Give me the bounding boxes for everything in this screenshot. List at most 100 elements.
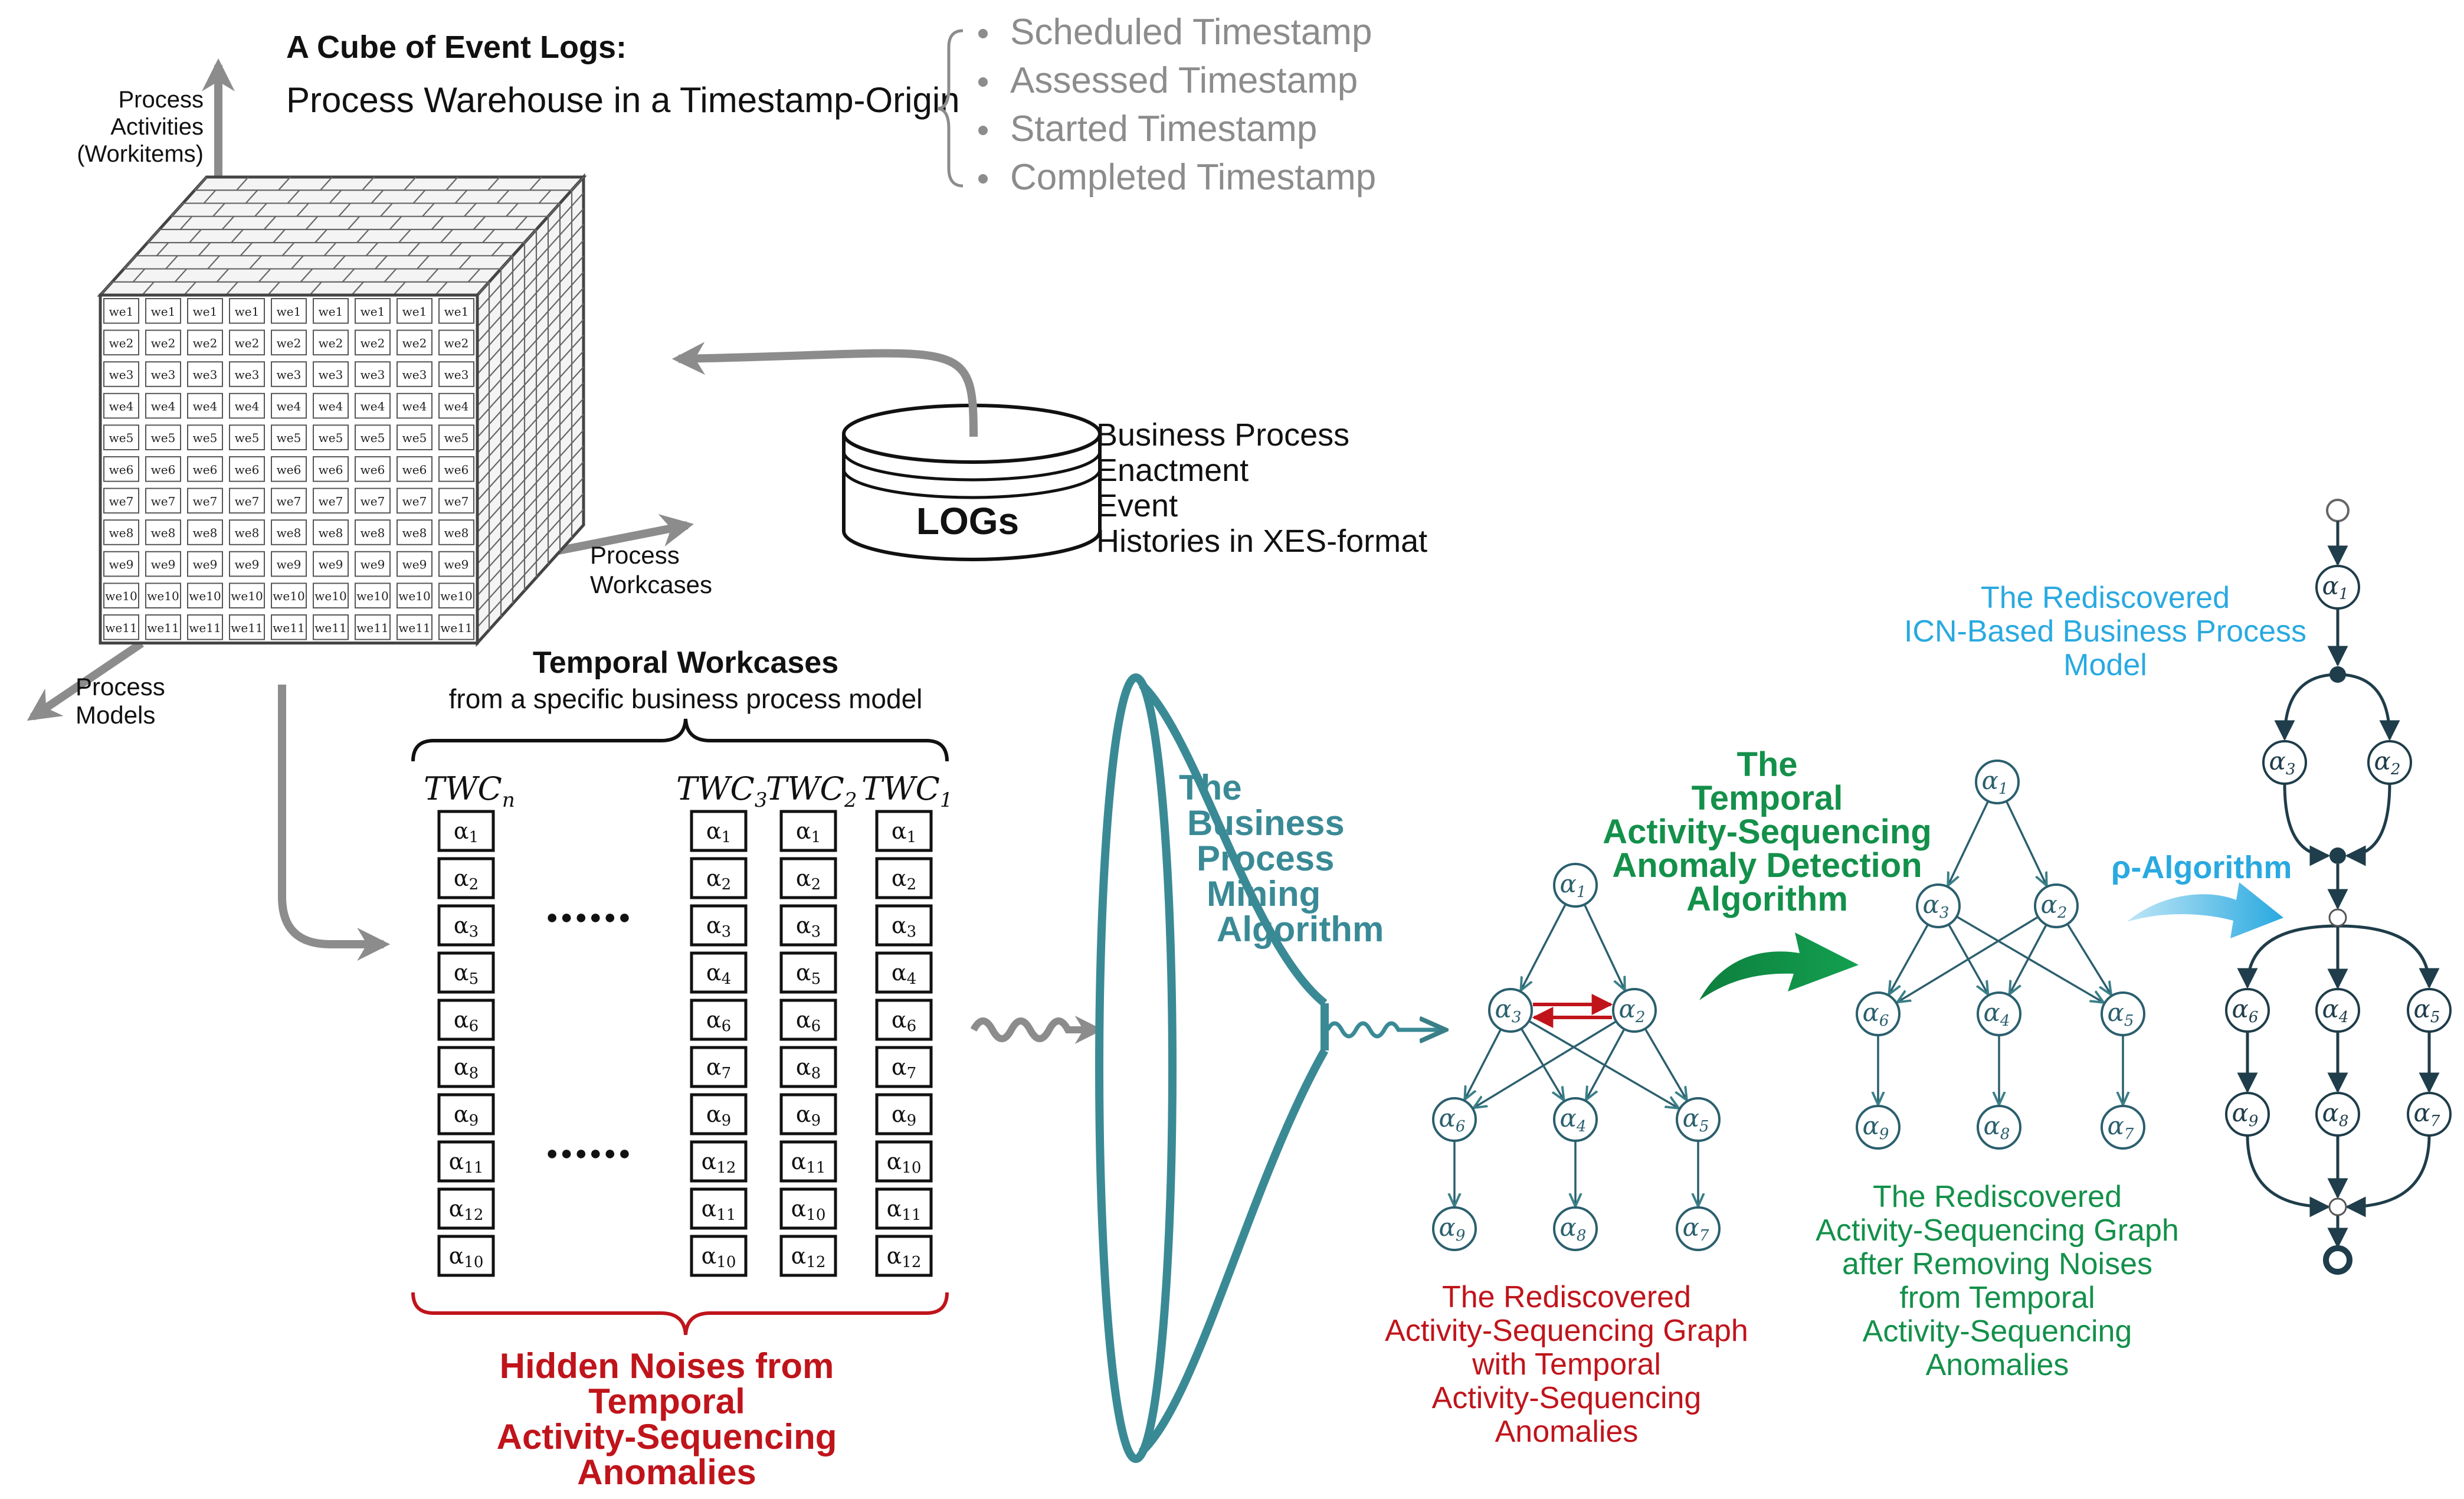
cube-cell [229,424,265,451]
cube-cell-label: we5 [361,431,385,445]
anomaly-algorithm-label: The Temporal Activity-Sequencing Anomaly… [1603,745,1932,918]
cube-cell-label: we1 [319,305,343,319]
cube-cell-label: we5 [193,431,218,445]
logs-description: Business Process Enactment Event Histori… [1096,417,1427,559]
graph2-caption-line6: Anomalies [1926,1348,2069,1382]
activity-node-label: α4 [1984,998,2010,1030]
cube-cell [187,614,223,640]
workcase-activity-box [690,1235,748,1277]
activity-node [1975,760,2020,804]
timestamp-bullet [978,174,988,184]
cube-cell [229,329,265,356]
cube-cell-label: we7 [402,494,427,508]
cube-cell-label: we6 [277,463,302,477]
cube-cell-label: we4 [444,400,469,414]
activity-node-label: α1 [2322,571,2349,603]
cube-cell [187,551,223,577]
workcase-activity-box [875,951,933,994]
cube-cell-label: we6 [193,463,218,477]
activity-node [2034,883,2079,928]
workcase-activity-box [779,1140,837,1183]
cube-cell-label: we8 [193,526,218,540]
workcase-activity-label: α8 [796,1054,821,1082]
cube-cell [145,424,181,451]
icn-edge [2283,783,2331,866]
cube-cell [438,392,474,419]
timestamp-brace [938,29,964,188]
graph1-caption-line5: Anomalies [1495,1415,1639,1449]
cube-cell [355,519,391,545]
workcase-activity-label: α4 [706,960,731,988]
cube-cell-label: we5 [109,431,134,445]
workcase-activity-label: α12 [702,1148,736,1177]
activity-node-label: α8 [1984,1111,2010,1143]
workcase-activity-label: α10 [887,1148,922,1177]
workcase-activity-label: α12 [887,1243,922,1271]
cube-cell [313,456,349,482]
workcase-activity-box [779,857,837,899]
cube-cell-label: we5 [444,431,469,445]
cube-cell [271,329,307,356]
activity-node [2101,1105,2145,1150]
workcase-activity-label: α1 [706,818,731,846]
mining-algorithm-label: The Business Process Mining Algorithm [1179,768,1384,949]
activity-node-label: α8 [1560,1213,1587,1245]
activity-node [1676,1097,1721,1142]
workcase-activity-box [779,904,837,947]
cube-cell [145,392,181,419]
workcases-bottom-brace [411,1292,949,1336]
cube-title: A Cube of Event Logs: [286,30,627,65]
anomaly-line2: Temporal [1692,779,1843,817]
cube-cell-label: we6 [402,463,427,477]
activity-node [1977,991,2021,1036]
graph1-caption-line1: The Rediscovered [1442,1280,1691,1314]
cube-cell-label: we9 [151,558,176,572]
noise-line3: Activity-Sequencing [497,1417,837,1457]
cube-cell [145,551,181,577]
activity-node [2367,740,2412,785]
cube-cell-label: we3 [444,368,469,382]
cube-cell [397,551,432,577]
cube-cell [145,329,181,356]
mining-line1: The [1179,768,1242,807]
workcase-activity-box [875,857,933,899]
workcase-activity-label: α5 [454,960,479,988]
activity-node [2315,565,2360,610]
workcase-activity-box [875,904,933,947]
icn-start-node [2326,499,2350,522]
cube-cell [271,487,307,514]
logs-desc-line2: Enactment [1096,453,1249,488]
workcase-activity-label: α2 [706,865,731,893]
cube-cell-label: we4 [402,400,427,414]
cube-cell-label: we1 [151,305,176,319]
activity-node [1432,1206,1477,1251]
mining-line3: Process [1197,839,1335,878]
cube-cell-label: we3 [151,368,176,382]
cube-cell [313,329,349,356]
cube-cell [313,392,349,419]
activity-node-label: α7 [1683,1213,1709,1245]
cube-cell-label: we11 [147,621,179,635]
activity-node [2101,991,2145,1036]
activity-node-label: α9 [2232,1098,2259,1130]
cube-cell [103,551,139,577]
cube-cell [187,582,223,609]
cube-cell [103,361,139,387]
graph1-caption-line2: Activity-Sequencing Graph [1385,1314,1748,1348]
activity-node [1432,1097,1477,1142]
workcase-activity-label: α10 [791,1196,826,1224]
icn-edge [2345,1135,2431,1217]
axis-activities-line2: Activities [110,114,204,140]
cube-cell-label: we1 [193,305,218,319]
workcase-activity-box [437,999,495,1041]
cube-cell-label: we10 [273,589,304,603]
timestamp-item: Assessed Timestamp [1010,60,1358,101]
graph2-caption: The Rediscovered Activity-Sequencing Gra… [1816,1180,2179,1382]
activity-node-label: α5 [2414,994,2440,1026]
cube-cell-label: we6 [235,463,260,477]
graph-edge [1520,1028,1564,1100]
cube-cell [271,456,307,482]
graph-edge [1521,904,1567,990]
